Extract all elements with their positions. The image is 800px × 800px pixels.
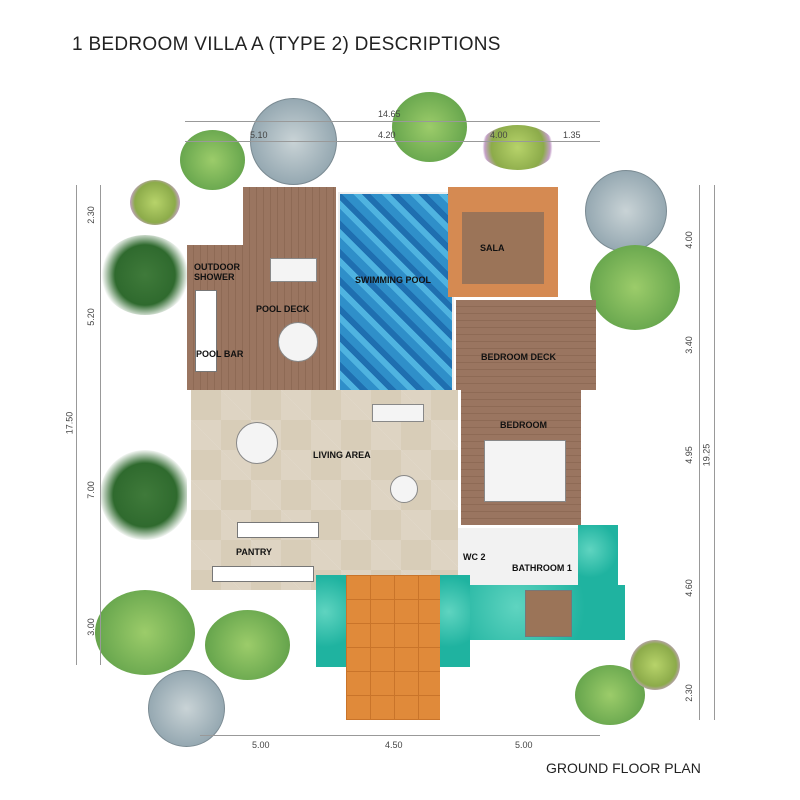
- dim-bottom-1: 5.00: [252, 740, 270, 750]
- palm-icon: [100, 235, 190, 315]
- dimension-line: [185, 141, 600, 142]
- palm-icon: [100, 450, 190, 540]
- dimension-line: [200, 735, 600, 736]
- pool-deck-upper: [243, 187, 336, 247]
- dimension-line: [76, 185, 77, 665]
- dimension-line: [100, 185, 101, 665]
- water-feature-center: [440, 575, 470, 667]
- tree-icon: [392, 92, 467, 162]
- dim-top-total: 14.65: [378, 109, 401, 119]
- living-area-label: LIVING AREA: [313, 450, 371, 460]
- tree-icon: [590, 245, 680, 330]
- dim-right-1: 4.00: [683, 231, 694, 249]
- dimension-line: [714, 185, 715, 720]
- bedroom-deck: [456, 300, 596, 390]
- pantry-label: PANTRY: [236, 547, 272, 557]
- water-feature-left: [316, 575, 346, 667]
- lounge-chair: [236, 422, 278, 464]
- entry-walkway: [346, 575, 440, 720]
- sala-floor: [462, 212, 544, 284]
- sala-label: SALA: [480, 243, 505, 253]
- page-title: 1 BEDROOM VILLA A (TYPE 2) DESCRIPTIONS: [72, 34, 501, 55]
- dim-right-5: 2.30: [683, 684, 694, 702]
- bedroom-deck-label: BEDROOM DECK: [481, 352, 557, 362]
- dim-right-4: 4.60: [683, 579, 694, 597]
- dim-top-3: 4.00: [490, 130, 508, 140]
- pool-bar-label: POOL BAR: [196, 349, 244, 359]
- dim-left-4: 3.00: [85, 618, 96, 636]
- dim-left-3: 7.00: [85, 481, 96, 499]
- shrub-icon: [630, 640, 680, 690]
- shrub-icon: [480, 125, 555, 170]
- pool-deck-label: POOL DECK: [256, 304, 310, 314]
- swimming-pool-label: SWIMMING POOL: [355, 275, 431, 285]
- dim-bottom-3: 5.00: [515, 740, 533, 750]
- dining-table: [278, 322, 318, 362]
- swimming-pool: [338, 192, 454, 392]
- tree-icon: [95, 590, 195, 675]
- bed: [484, 440, 566, 502]
- dim-left-1: 2.30: [85, 206, 96, 224]
- bathroom-step: [525, 590, 572, 637]
- shrub-icon: [130, 180, 180, 225]
- dim-right-total: 19.25: [701, 443, 712, 467]
- bedroom-label: BEDROOM: [500, 420, 547, 430]
- dim-top-1: 5.10: [250, 130, 268, 140]
- kitchen-counter: [212, 566, 314, 582]
- sun-lounger: [270, 258, 317, 282]
- plan-subtitle: GROUND FLOOR PLAN: [546, 760, 701, 776]
- dim-right-2: 3.40: [683, 336, 694, 354]
- dim-left-2: 5.20: [85, 308, 96, 326]
- pantry-counter: [237, 522, 319, 538]
- outdoor-shower-label: OUTDOOR SHOWER: [194, 262, 240, 282]
- dim-left-total: 17.50: [64, 411, 75, 435]
- tree-icon: [180, 130, 245, 190]
- tree-icon: [205, 610, 290, 680]
- tree-icon: [148, 670, 225, 747]
- dimension-line: [699, 185, 700, 720]
- bathroom1-label: BATHROOM 1: [512, 563, 572, 573]
- coffee-table: [390, 475, 418, 503]
- dimension-line: [185, 121, 600, 122]
- tree-icon: [585, 170, 667, 252]
- dim-bottom-2: 4.50: [385, 740, 403, 750]
- pool-bar-counter: [195, 290, 217, 372]
- console: [372, 404, 424, 422]
- bath-tub: [578, 525, 618, 587]
- dim-top-2: 4.20: [378, 130, 396, 140]
- wc2-label: WC 2: [463, 552, 486, 562]
- dim-right-3: 4.95: [683, 446, 694, 464]
- dim-top-4: 1.35: [563, 130, 581, 140]
